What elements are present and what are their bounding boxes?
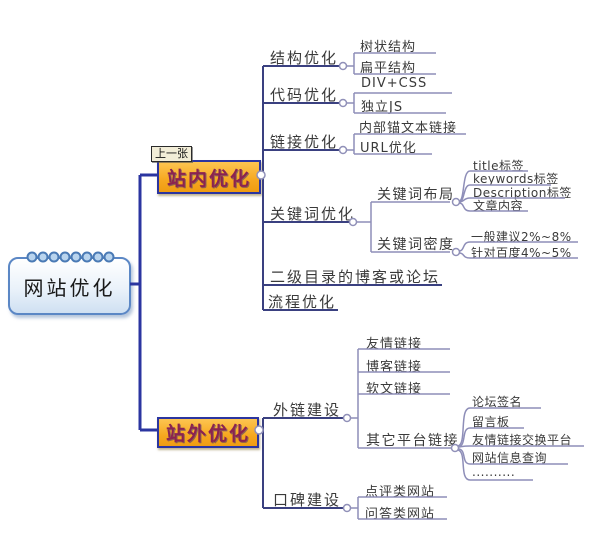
root-node[interactable]: 网站优化 bbox=[8, 257, 131, 315]
topic-code-opt[interactable]: 代码优化 bbox=[270, 86, 339, 104]
toggle-reputation[interactable] bbox=[342, 503, 352, 513]
topic-secondary-blog[interactable]: 二级目录的博客或论坛 bbox=[270, 268, 441, 286]
leaf-link-exchange[interactable]: 友情链接交换平台 bbox=[472, 433, 573, 447]
toggle-structure-opt[interactable] bbox=[338, 61, 348, 71]
sticky-note-label[interactable]: 上一张 bbox=[151, 146, 192, 162]
leaf-site-info-query[interactable]: 网站信息查询 bbox=[472, 451, 548, 465]
topic-link-opt[interactable]: 链接优化 bbox=[270, 133, 339, 151]
branch-offsite-node[interactable]: 站外优化 bbox=[157, 417, 259, 448]
leaf-review-sites[interactable]: 点评类网站 bbox=[365, 485, 436, 500]
leaf-blog-links[interactable]: 博客链接 bbox=[366, 360, 423, 375]
leaf-density-baidu[interactable]: 针对百度4%~5% bbox=[471, 246, 572, 260]
root-node-label: 网站优化 bbox=[23, 275, 116, 300]
subtopic-keyword-density[interactable]: 关键词密度 bbox=[377, 237, 455, 253]
branch-onsite-node[interactable]: 站内优化 bbox=[157, 160, 261, 194]
branch-offsite-label: 站外优化 bbox=[165, 423, 250, 445]
toggle-external-links[interactable] bbox=[342, 413, 352, 423]
leaf-friend-links[interactable]: 友情链接 bbox=[366, 337, 423, 352]
leaf-ellipsis[interactable]: .......... bbox=[472, 465, 516, 479]
topic-process-opt[interactable]: 流程优化 bbox=[268, 293, 337, 311]
leaf-density-general[interactable]: 一般建议2%~8% bbox=[471, 230, 572, 244]
leaf-article-content[interactable]: 文章内容 bbox=[473, 199, 524, 213]
toggle-code-opt[interactable] bbox=[338, 98, 348, 108]
leaf-standalone-js[interactable]: 独立JS bbox=[361, 100, 404, 115]
leaf-title-tag[interactable]: title标签 bbox=[473, 159, 524, 173]
topic-external-links[interactable]: 外链建设 bbox=[273, 401, 342, 419]
leaf-message-board[interactable]: 留言板 bbox=[472, 415, 510, 429]
trunk-lines bbox=[130, 173, 158, 432]
leaf-qa-sites[interactable]: 问答类网站 bbox=[365, 507, 436, 522]
subtopic-other-platform-links[interactable]: 其它平台链接 bbox=[366, 433, 459, 449]
leaf-soft-links[interactable]: 软文链接 bbox=[366, 382, 423, 397]
leaf-tree-structure[interactable]: 树状结构 bbox=[360, 40, 417, 55]
leaf-forum-signature[interactable]: 论坛签名 bbox=[472, 395, 523, 409]
leaf-flat-structure[interactable]: 扁平结构 bbox=[360, 61, 417, 76]
toggle-link-opt[interactable] bbox=[338, 145, 348, 155]
topic-structure-opt[interactable]: 结构优化 bbox=[270, 49, 339, 67]
leaf-anchor-text-link[interactable]: 内部锚文本链接 bbox=[359, 121, 458, 136]
branch-onsite-label: 站内优化 bbox=[166, 167, 251, 190]
subtopic-keyword-layout[interactable]: 关键词布局 bbox=[377, 187, 455, 203]
leaf-div-css[interactable]: DIV+CSS bbox=[361, 76, 428, 91]
topic-keyword-opt[interactable]: 关键词优化 bbox=[270, 205, 356, 223]
leaf-url-opt[interactable]: URL优化 bbox=[360, 141, 417, 156]
topic-reputation[interactable]: 口碑建设 bbox=[273, 491, 342, 509]
